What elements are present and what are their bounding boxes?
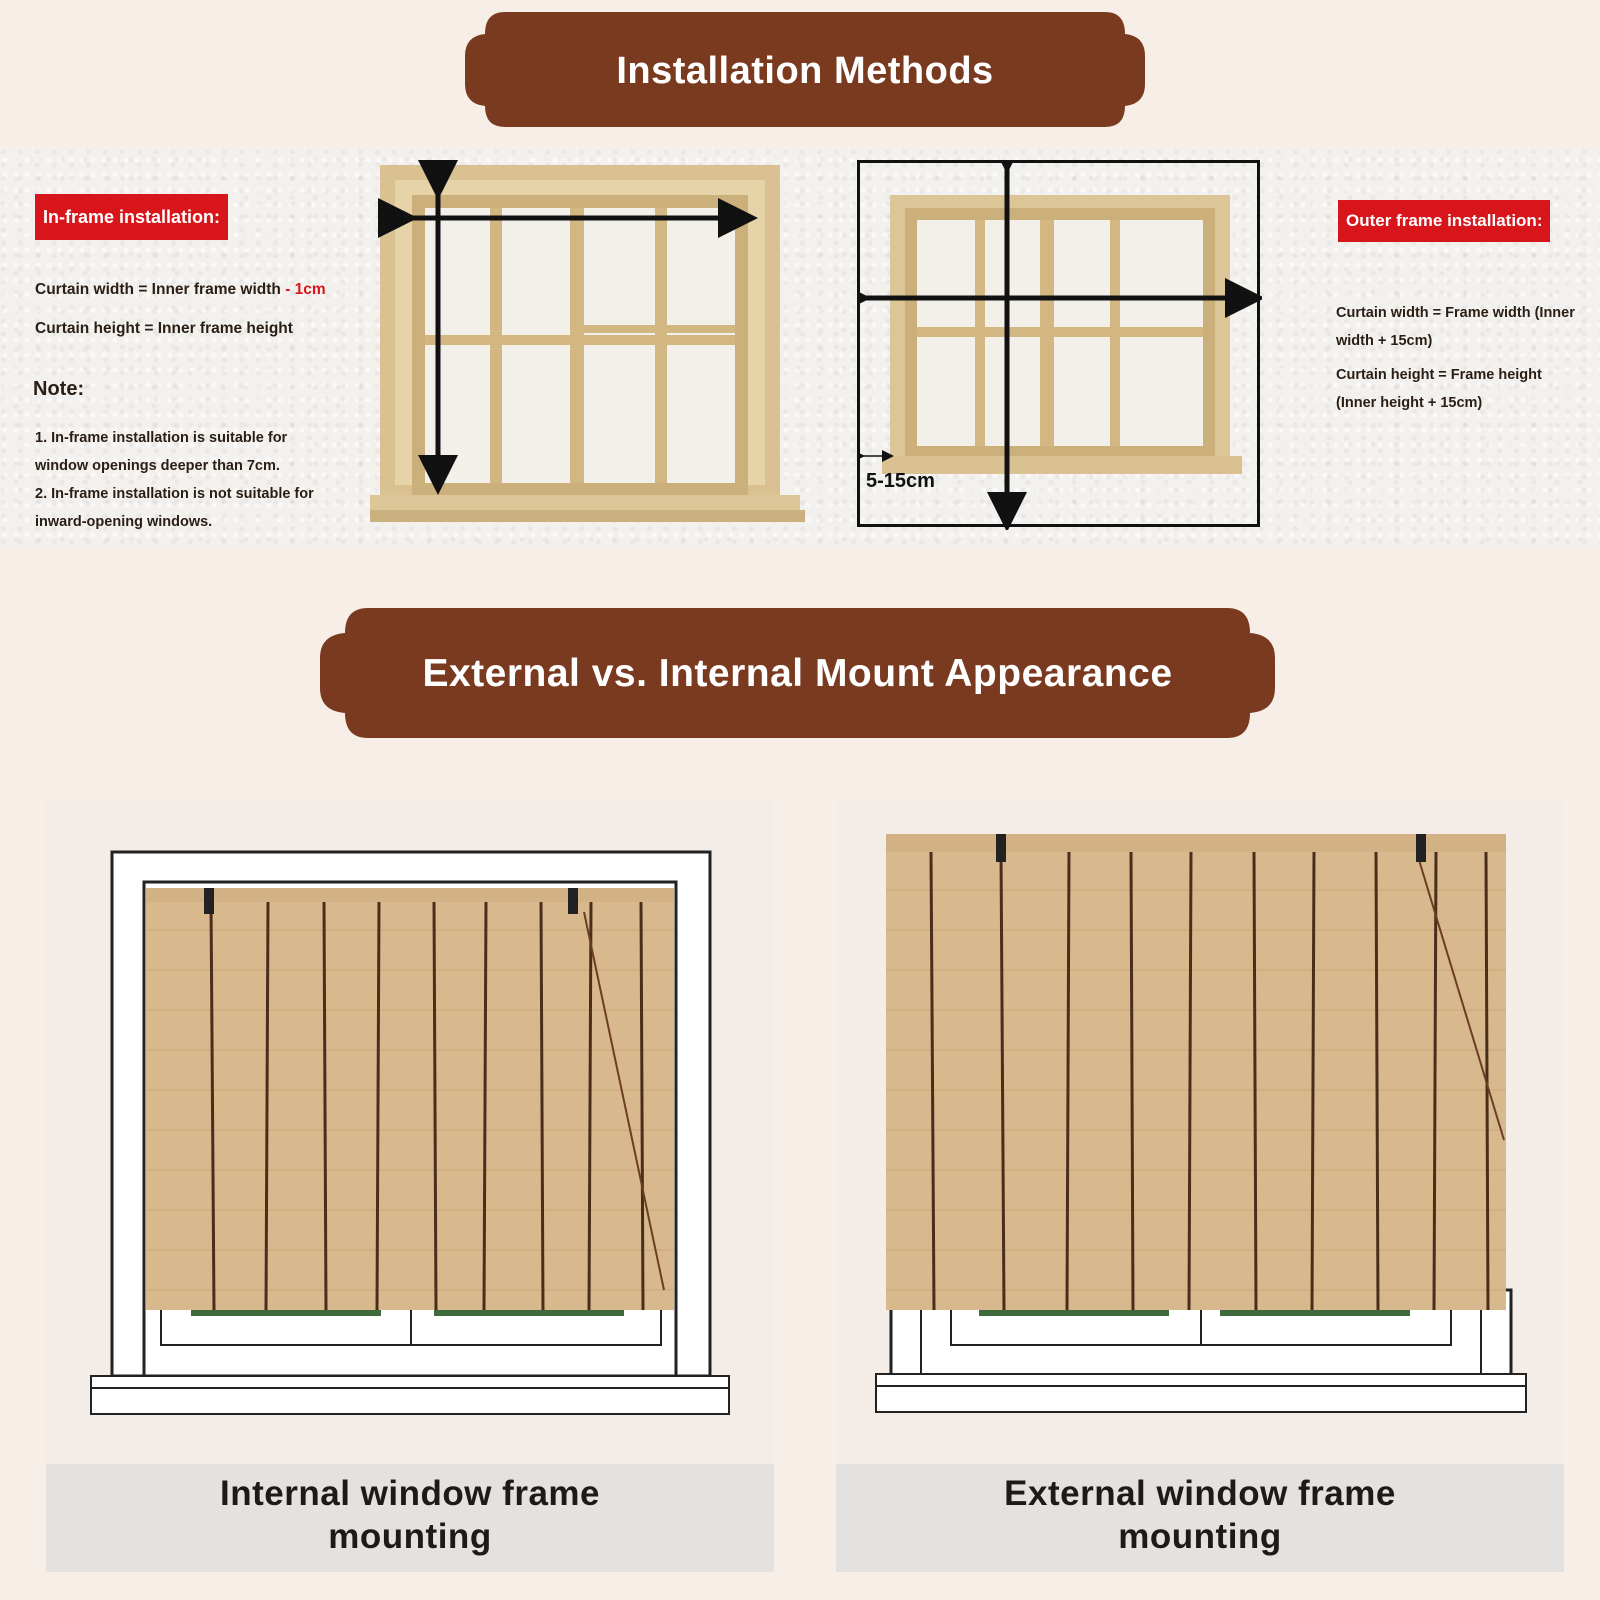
note-title: Note: bbox=[33, 378, 85, 400]
outer-height-formula: Curtain height = Frame height (Inner hei… bbox=[1336, 361, 1542, 417]
caption-line: mounting bbox=[328, 1517, 492, 1556]
banner-title: External vs. Internal Mount Appearance bbox=[422, 652, 1173, 695]
note-line: 2. In-frame installation is not suitable… bbox=[35, 486, 314, 502]
installation-methods-banner: Installation Methods bbox=[465, 12, 1145, 127]
external-caption: External window frame mounting bbox=[836, 1464, 1564, 1572]
external-mount-illustration bbox=[875, 834, 1527, 1413]
outer-width-formula: Curtain width = Frame width (Inner width… bbox=[1336, 299, 1575, 355]
formula-line: Curtain width = Frame width (Inner bbox=[1336, 305, 1575, 321]
caption-line: External window frame bbox=[1004, 1474, 1396, 1513]
internal-mount-panel: Internal window frame mounting bbox=[46, 800, 774, 1572]
note-line: window openings deeper than 7cm. bbox=[35, 458, 280, 474]
caption-line: Internal window frame bbox=[220, 1474, 600, 1513]
note-list: 1. In-frame installation is suitable for… bbox=[35, 424, 314, 536]
banner-title: Installation Methods bbox=[616, 50, 994, 92]
installation-diagram-section bbox=[0, 148, 1600, 546]
formula-line: width + 15cm) bbox=[1336, 333, 1433, 349]
mount-appearance-banner: External vs. Internal Mount Appearance bbox=[320, 608, 1275, 738]
in-frame-window-illustration bbox=[370, 160, 805, 522]
internal-mount-illustration bbox=[90, 850, 730, 1415]
outer-frame-label: Outer frame installation: bbox=[1338, 200, 1551, 242]
note-line: inward-opening windows. bbox=[35, 514, 213, 530]
outer-frame-window-illustration bbox=[857, 160, 1262, 530]
formula-line: Curtain height = Frame height bbox=[1336, 367, 1542, 383]
note-line: 1. In-frame installation is suitable for bbox=[35, 430, 288, 446]
in-frame-label: In-frame installation: bbox=[35, 194, 229, 240]
external-mount-panel: External window frame mounting bbox=[836, 800, 1564, 1572]
in-frame-height-formula: Curtain height = Inner frame height bbox=[35, 320, 293, 337]
in-frame-width-formula: Curtain width = Inner frame width - 1cm bbox=[35, 281, 326, 298]
margin-label: 5-15cm bbox=[866, 470, 935, 492]
formula-line: (Inner height + 15cm) bbox=[1336, 395, 1483, 411]
internal-caption: Internal window frame mounting bbox=[46, 1464, 774, 1572]
caption-line: mounting bbox=[1118, 1517, 1282, 1556]
